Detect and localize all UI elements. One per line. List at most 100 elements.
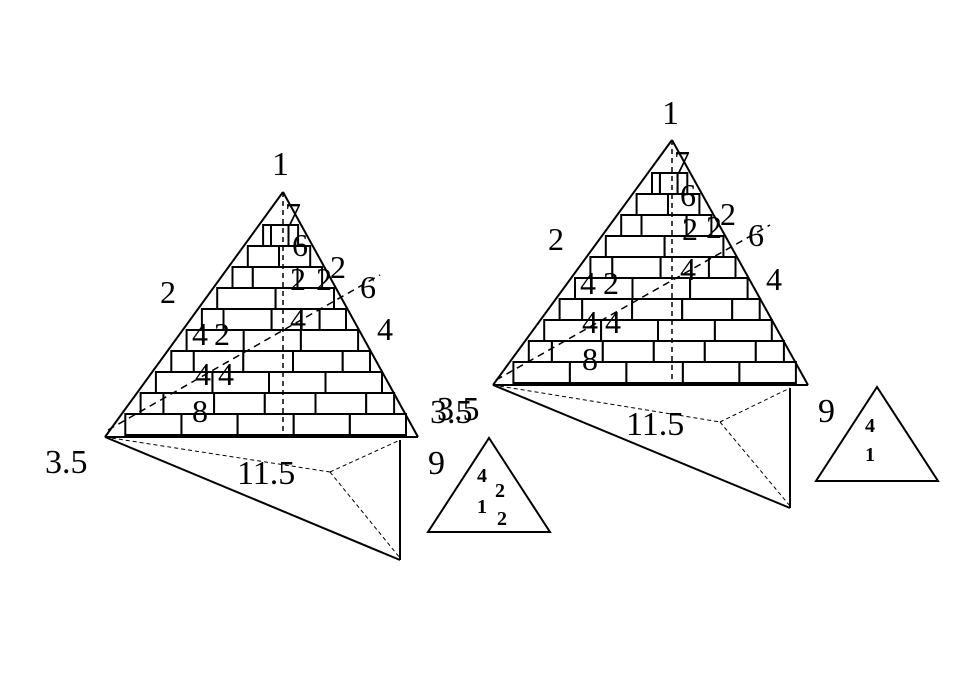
brick-right <box>713 319 773 342</box>
brick-right <box>676 172 689 195</box>
inner-label-right-7: 4 <box>680 251 696 287</box>
mini-label-left-3: 2 <box>497 508 507 530</box>
inner-label-left-4: 2 <box>330 249 346 285</box>
inner-label-left-5: 6 <box>360 269 376 305</box>
mini-triangle-left: 4 2 1 2 <box>426 436 552 533</box>
inner-label-right-11: 4 <box>582 304 598 340</box>
brick-right <box>631 298 684 321</box>
brick-left <box>263 392 317 415</box>
brick-left <box>216 287 277 310</box>
brick-right <box>731 298 761 321</box>
inner-label-left-6: 2 <box>316 261 332 297</box>
brick-right <box>738 361 797 384</box>
apex-label-left: 1 <box>272 146 289 183</box>
brick-right <box>707 256 737 279</box>
brick-left <box>213 392 266 415</box>
inner-label-left-0: 7 <box>285 196 301 232</box>
brick-right <box>652 340 706 363</box>
brick-layers-left <box>124 224 407 436</box>
mini-label-left-1: 2 <box>495 480 505 502</box>
brick-left <box>262 224 273 247</box>
pyramid-outline-right <box>492 139 809 386</box>
inner-label-right-12: 4 <box>605 304 621 340</box>
base-length-label-left: 11.5 <box>237 455 295 492</box>
inner-label-left-2: 2 <box>160 274 176 310</box>
brick-right <box>681 361 741 384</box>
brick-right <box>558 298 584 321</box>
pyramid-outline-left <box>104 191 419 438</box>
base-length-label-right: 11.5 <box>626 406 684 443</box>
brick-left <box>324 371 383 394</box>
left-base-label-right: 3.5 <box>437 391 480 428</box>
brick-left <box>231 266 254 289</box>
right-top-label-left: 3.5 <box>430 394 473 431</box>
brick-left <box>365 392 396 415</box>
inner-label-right-10: 2 <box>603 265 619 301</box>
brick-left <box>222 308 273 331</box>
inner-label-right-1: 6 <box>680 177 696 213</box>
inner-label-left-8: 4 <box>377 311 393 347</box>
brick-right <box>604 235 666 258</box>
apex-label-right: 1 <box>662 95 679 132</box>
brick-left <box>287 224 300 247</box>
brick-left <box>124 413 183 436</box>
brick-right <box>601 340 655 363</box>
pyramid-figure-right: 1 3.5 9 11.5 7 6 2 2 2 6 2 4 4 4 2 4 4 8… <box>437 95 940 509</box>
inner-label-right-2: 2 <box>548 221 564 257</box>
brick-left <box>292 413 351 436</box>
brick-left <box>246 245 281 268</box>
inner-label-left-9: 4 <box>192 316 208 352</box>
brick-right <box>568 361 628 384</box>
brick-right <box>635 193 669 216</box>
brick-left <box>299 329 360 352</box>
inner-label-left-12: 4 <box>218 356 234 392</box>
inner-label-right-13: 8 <box>582 341 598 377</box>
brick-right <box>589 256 614 279</box>
brick-right <box>681 298 734 321</box>
brick-left <box>180 413 239 436</box>
brick-left <box>170 350 195 373</box>
right-base-label-left: 9 <box>428 445 445 482</box>
inner-label-right-3: 2 <box>682 211 698 247</box>
mini-label-left-0: 4 <box>477 465 487 487</box>
brick-left <box>348 413 407 436</box>
pyramid-figure-left: 1 3.5 3.5 9 11.5 7 6 2 2 2 6 2 4 4 4 2 4… <box>45 146 552 561</box>
inner-label-left-3: 2 <box>290 261 306 297</box>
inner-label-left-1: 6 <box>292 227 308 263</box>
inner-label-left-7: 4 <box>290 301 306 337</box>
brick-right <box>620 214 643 237</box>
brick-left <box>242 350 295 373</box>
brick-right <box>611 256 662 279</box>
left-base-label-left: 3.5 <box>45 444 88 481</box>
brick-right <box>527 340 553 363</box>
inner-label-right-5: 6 <box>748 217 764 253</box>
base-plane-left <box>104 436 401 561</box>
inner-label-right-8: 4 <box>766 261 782 297</box>
brick-right <box>657 319 716 342</box>
inner-label-left-11: 4 <box>195 356 211 392</box>
right-base-label-right: 9 <box>818 393 835 430</box>
brick-layers-right <box>512 172 797 384</box>
inner-label-right-9: 4 <box>580 265 596 301</box>
brick-right <box>689 277 749 300</box>
brick-left <box>236 413 295 436</box>
brick-right <box>625 361 684 384</box>
brick-left <box>314 392 368 415</box>
mini-triangle-right: 4 1 <box>814 385 940 482</box>
inner-label-left-10: 2 <box>214 316 230 352</box>
base-plane-right <box>492 384 791 509</box>
mini-label-right-0: 4 <box>865 415 875 437</box>
brick-right <box>640 214 688 237</box>
brick-left <box>200 308 225 331</box>
brick-right <box>651 172 661 195</box>
mini-label-left-2: 1 <box>477 496 487 518</box>
brick-right <box>703 340 757 363</box>
inner-label-right-0: 7 <box>674 144 690 180</box>
brick-left <box>341 350 372 373</box>
mini-label-right-1: 1 <box>865 444 875 466</box>
brick-left <box>139 392 165 415</box>
brick-left <box>268 371 327 394</box>
inner-label-right-6: 2 <box>706 209 722 245</box>
brick-left <box>318 308 348 331</box>
